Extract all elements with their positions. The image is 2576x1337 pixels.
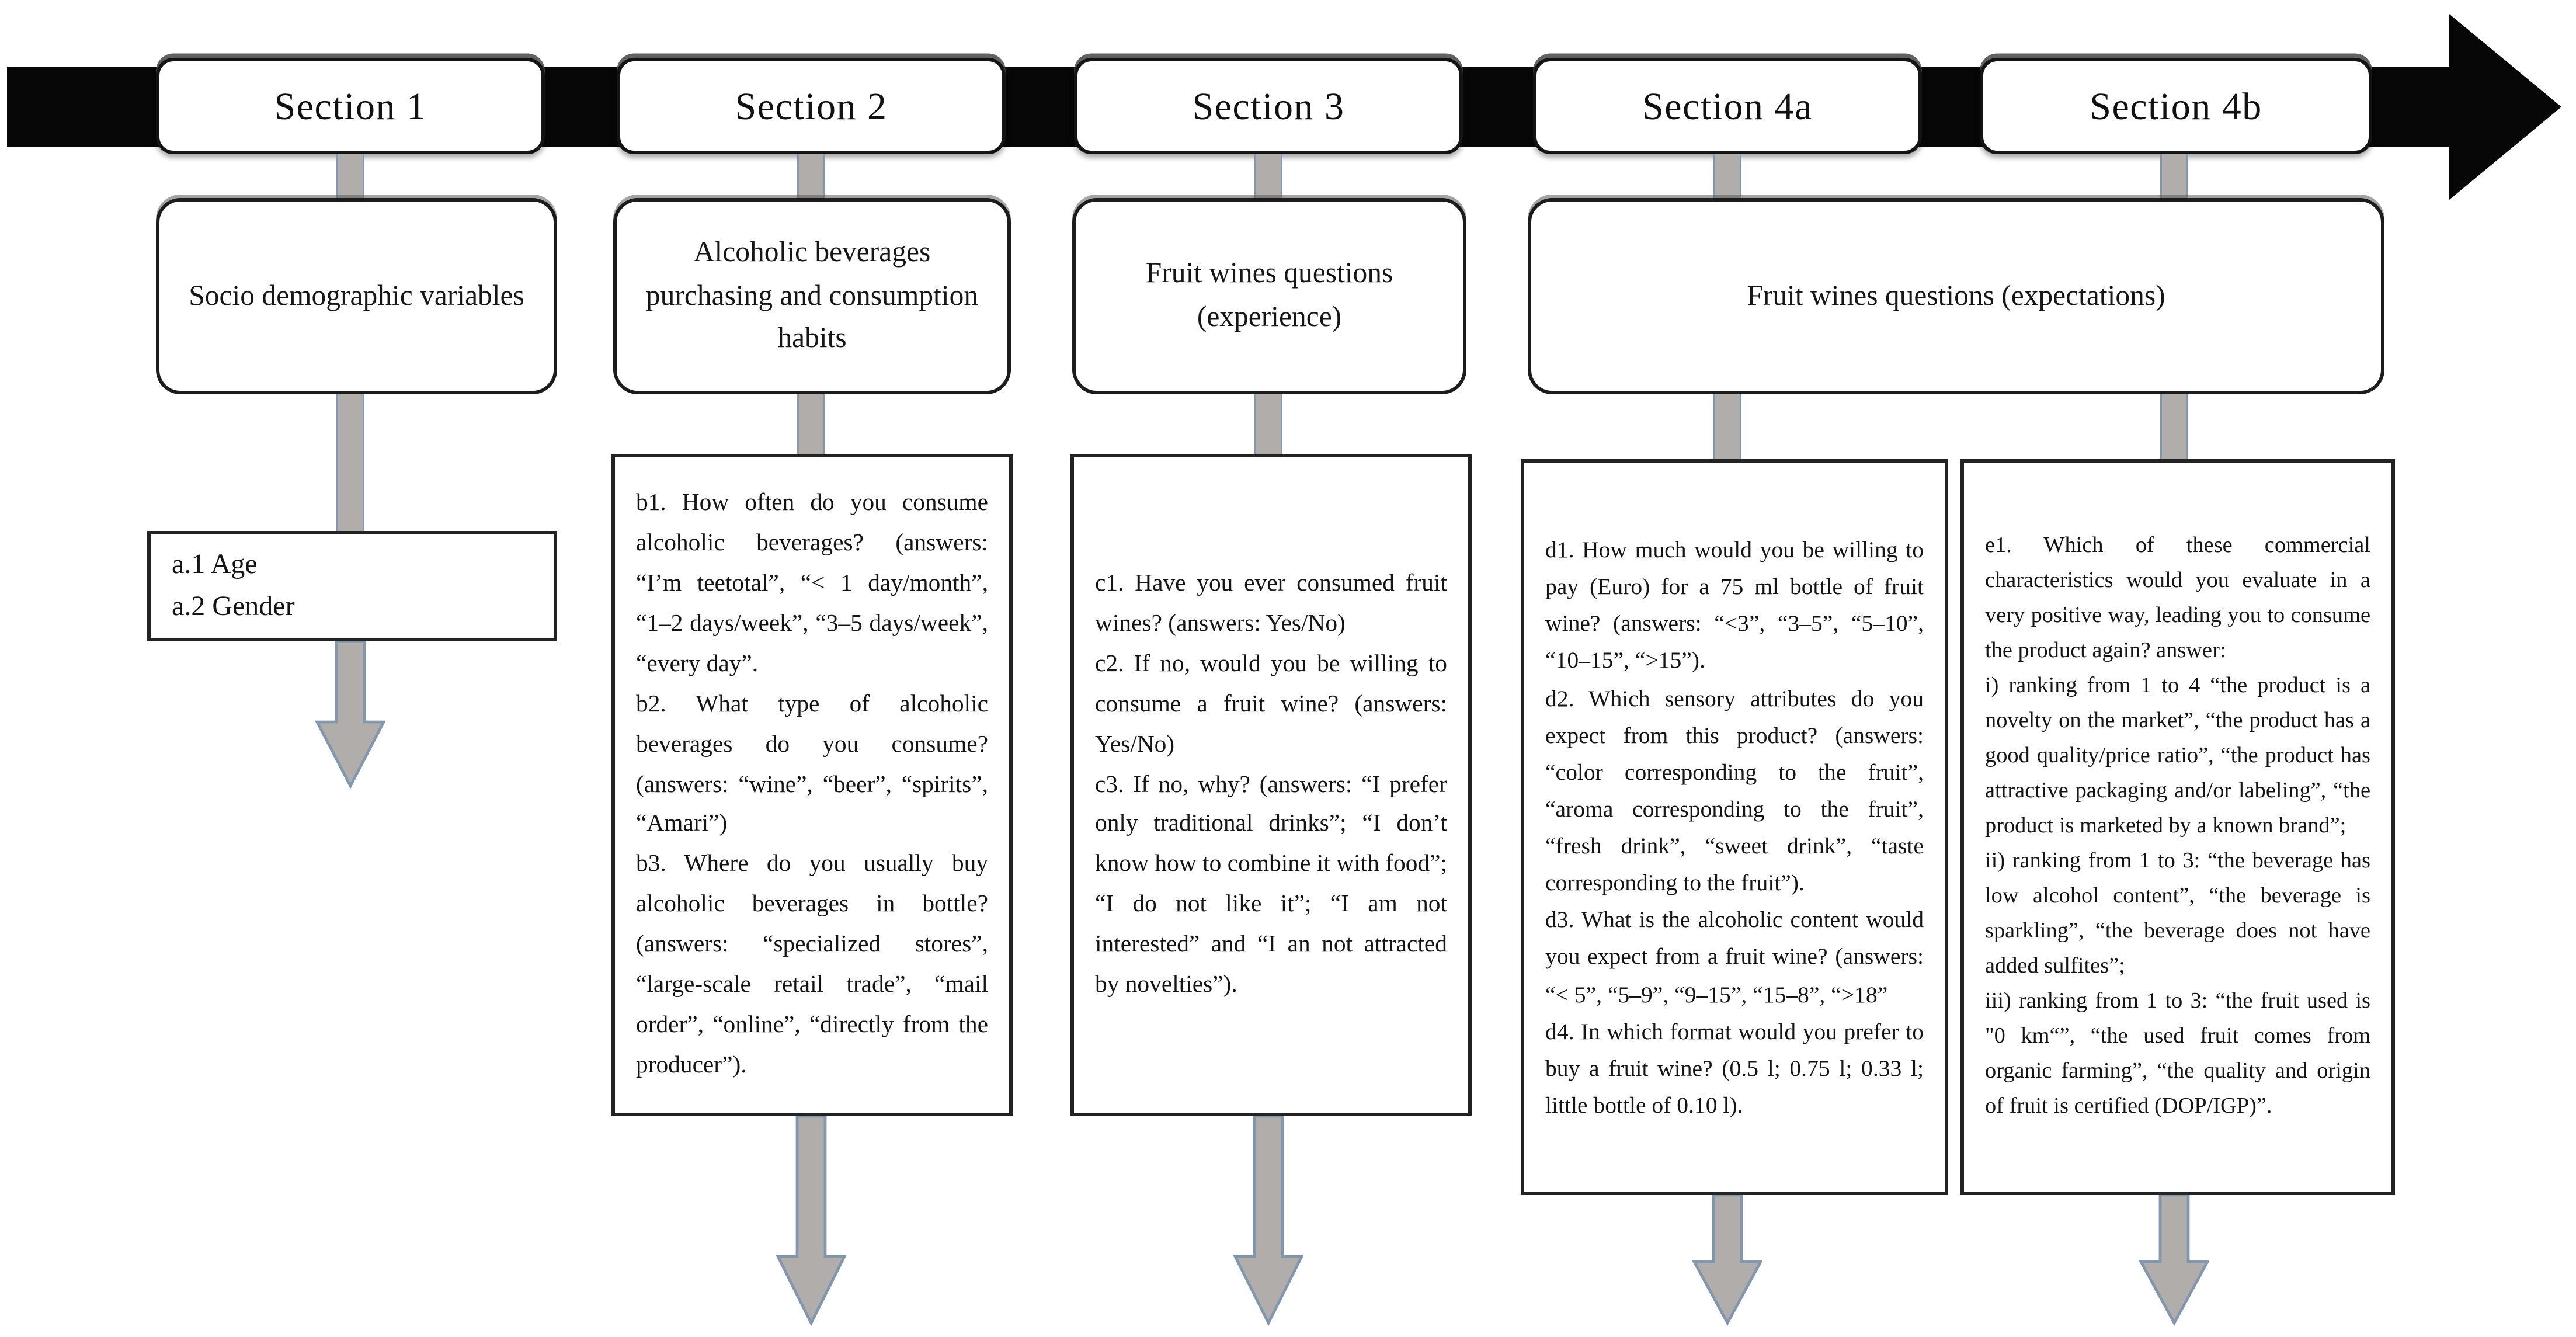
category-alcoholic-habits: Alcoholic beverages purchasing and consu… (613, 198, 1011, 394)
question-e1-ii: ii) ranking from 1 to 3: “the beverage h… (1985, 848, 2370, 978)
item-a2: a.2 Gender (172, 591, 295, 621)
question-c1: c1. Have you ever consumed fruit wines? … (1095, 569, 1447, 636)
detail-box-d: d1. How much would you be willing to pay… (1521, 459, 1948, 1195)
section-4a-box: Section 4a (1533, 58, 1922, 154)
question-d1: d1. How much would you be willing to pay… (1545, 536, 1924, 674)
category-experience: Fruit wines questions (experience) (1072, 198, 1466, 394)
section-4b-label: Section 4b (2090, 83, 2262, 127)
category-expectations-label: Fruit wines questions (expectations) (1747, 277, 2165, 311)
section-4b-box: Section 4b (1980, 58, 2372, 154)
category-experience-label: Fruit wines questions (experience) (1145, 256, 1393, 333)
question-c3: c3. If no, why? (answers: “I prefer only… (1095, 770, 1447, 997)
section-3-label: Section 3 (1192, 83, 1345, 127)
down-arrow-icon (1233, 1116, 1303, 1326)
section-2-label: Section 2 (735, 83, 888, 127)
detail-box-e: e1. Which of these commercial characteri… (1960, 459, 2395, 1195)
question-d3: d3. What is the alcoholic content would … (1545, 906, 1924, 1007)
connector-section4b-category (2160, 154, 2188, 200)
detail-box-a: a.1 Age a.2 Gender (147, 531, 557, 641)
connector-section4a-category (1713, 154, 1741, 200)
category-socio-demographic-label: Socio demographic variables (189, 277, 524, 311)
category-socio-demographic: Socio demographic variables (156, 198, 557, 394)
connector-category3-detail (1254, 394, 1282, 454)
down-arrow-icon (776, 1116, 846, 1326)
question-b3: b3. Where do you usually buy alcoholic b… (636, 850, 988, 1078)
detail-box-b: b1. How often do you consume alcoholic b… (611, 454, 1013, 1116)
connector-category4a-detail (1713, 394, 1741, 459)
down-arrow-icon (2139, 1195, 2209, 1326)
question-d4: d4. In which format would you prefer to … (1545, 1017, 1924, 1118)
question-b2: b2. What type of alcoholic beverages do … (636, 690, 988, 837)
question-e1-iii: iii) ranking from 1 to 3: “the fruit use… (1985, 988, 2370, 1117)
section-1-box: Section 1 (156, 58, 545, 154)
connector-category2-detail (797, 394, 825, 454)
question-c2: c2. If no, would you be willing to consu… (1095, 650, 1447, 756)
section-1-label: Section 1 (274, 83, 427, 127)
down-arrow-icon (315, 641, 385, 789)
question-e1: e1. Which of these commercial characteri… (1985, 533, 2370, 663)
section-4a-label: Section 4a (1642, 83, 1813, 127)
question-d2: d2. Which sensory attributes do you expe… (1545, 684, 1924, 896)
connector-section3-category (1254, 154, 1282, 200)
connector-section2-category (797, 154, 825, 200)
connector-category4b-detail (2160, 394, 2188, 459)
category-expectations: Fruit wines questions (expectations) (1528, 198, 2384, 394)
category-alcoholic-habits-label: Alcoholic beverages purchasing and consu… (645, 234, 979, 355)
timeline-arrowhead-icon (2449, 14, 2561, 200)
section-3-box: Section 3 (1074, 58, 1463, 154)
connector-section1-category (336, 154, 364, 200)
down-arrow-icon (1692, 1195, 1762, 1326)
detail-box-c: c1. Have you ever consumed fruit wines? … (1070, 454, 1472, 1116)
section-2-box: Section 2 (617, 58, 1006, 154)
connector-category1-detail (336, 394, 364, 531)
question-b1: b1. How often do you consume alcoholic b… (636, 489, 988, 676)
item-a1: a.1 Age (172, 549, 258, 579)
question-e1-i: i) ranking from 1 to 4 “the product is a… (1985, 673, 2370, 838)
